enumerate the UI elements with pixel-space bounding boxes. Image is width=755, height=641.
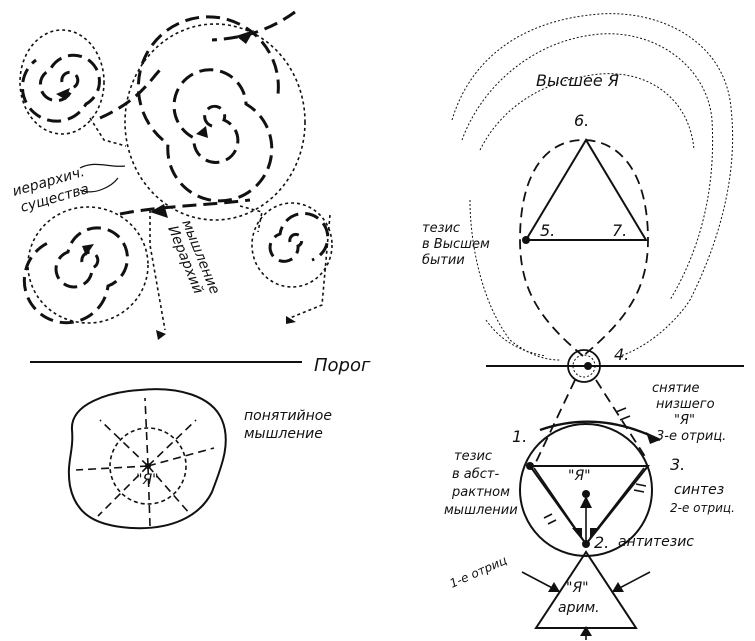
node-4-dot [584, 362, 592, 370]
concept-ego-label: "Я" [136, 472, 159, 488]
label-pointer-upper [80, 164, 125, 168]
spiral-link-left [100, 70, 160, 118]
ahriman-label: арим. [558, 600, 600, 616]
lower-ego-label: "Я" [568, 468, 591, 484]
point-4-label: 4. [614, 345, 629, 364]
hierarchy-thinking-label: мышление Иерархий [164, 218, 222, 297]
spiral-top-center [138, 17, 278, 201]
upper-thesis-dot [522, 236, 530, 244]
point-2-label: 2. [594, 533, 609, 552]
first-negation-label: 1-е отриц [448, 553, 509, 591]
removal-line1: снятие [652, 381, 700, 396]
synthesis-mark [634, 484, 646, 492]
synthesis-line1: синтез [674, 482, 724, 498]
spiral-bottom-left [24, 228, 127, 323]
removal-line3: "Я" [674, 413, 695, 428]
first-negation-mark [544, 514, 556, 524]
conceptual-thinking-line2: мышление [244, 426, 323, 442]
spiral-link-upper [212, 12, 295, 40]
thesis-higher-line3: бытии [422, 253, 465, 268]
thesis-abstract-line2: в абст- [452, 467, 499, 482]
higher-self-hatching [452, 14, 733, 360]
concept-center-dot [145, 463, 151, 469]
thesis-higher-line1: тезис [422, 221, 460, 236]
thesis-higher-line2: в Высшем [422, 237, 490, 252]
threshold-label: Порог [314, 355, 371, 376]
removal-line4: 3-е отриц. [656, 429, 726, 444]
spiral-right [270, 213, 328, 261]
synthesis-line2: 2-е отриц. [670, 501, 735, 515]
point-1-label: 1. [512, 427, 527, 446]
antithesis-label: антитезис [618, 534, 694, 550]
concept-rays [76, 398, 214, 526]
hierarchy-arrows [56, 30, 296, 340]
lower-arrows [534, 422, 660, 542]
point-7-label: 7. [612, 221, 627, 240]
spiral-top-left [22, 55, 99, 121]
hierarchy-beings-label: иерархич. существа [11, 164, 91, 216]
spiral-link-middle [120, 200, 250, 214]
lower-thesis-dot [526, 462, 534, 470]
thesis-abstract-line4: мышлении [444, 503, 518, 518]
ahriman-ego-label: "Я" [566, 580, 589, 596]
thesis-abstract-line3: рактном [451, 485, 510, 500]
point-3-label: 3. [670, 455, 685, 474]
point-6-label: 6. [574, 111, 589, 130]
higher-self-label: Высшее Я [536, 71, 619, 90]
point-5-label: 5. [540, 221, 555, 240]
left-descending-line [536, 380, 575, 462]
conceptual-thinking-line1: понятийное [244, 408, 332, 424]
upper-ellipse [520, 140, 648, 356]
thesis-abstract-line1: тезис [454, 449, 492, 464]
removal-line2: низшего [656, 397, 715, 412]
